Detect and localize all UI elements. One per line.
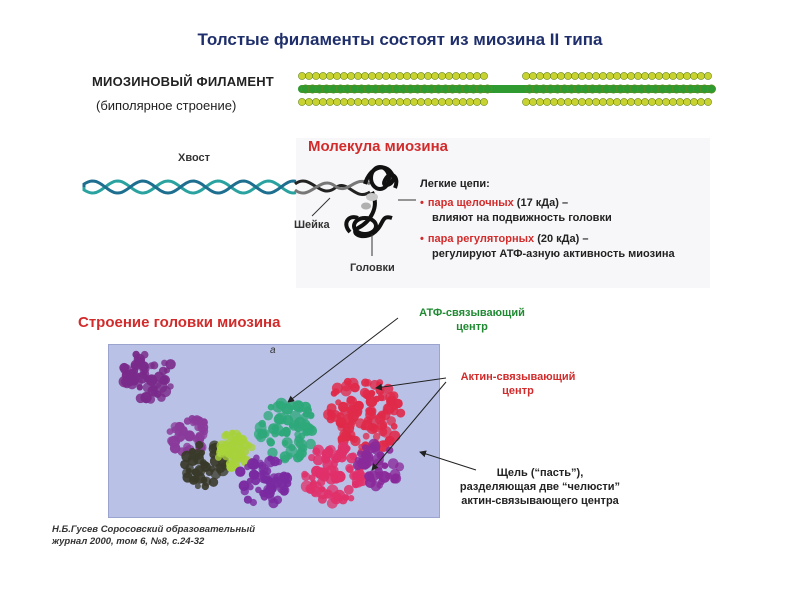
molecule-title: Молекула миозина (308, 138, 449, 155)
light-chains-heading: Легкие цепи: (420, 178, 490, 190)
bullet-icon: • (420, 233, 424, 245)
panel-letter: а (270, 345, 276, 356)
filament-label: МИОЗИНОВЫЙ ФИЛАМЕНТ (92, 74, 274, 89)
light-chain-alkaline: •пара щелочных (17 кДа) – влияют на подв… (420, 197, 612, 224)
cleft-label: Щель (“пасть”), разделяющая две “челюсти… (459, 467, 621, 507)
citation: Н.Б.Гусев Соросовский образовательный жу… (52, 524, 256, 547)
heads-label: Головки (350, 262, 395, 274)
actin-site-label: Актин-связывающий центр (460, 371, 576, 397)
myosin-heads (344, 165, 399, 239)
head-structure-title: Строение головки миозина (78, 314, 281, 331)
myosin-filament-illustration (298, 72, 716, 106)
myosin-head-structure-image (108, 344, 440, 518)
tail-label: Хвост (178, 152, 211, 164)
bullet-icon: • (420, 197, 424, 209)
filament-sublabel: (биполярное строение) (96, 98, 237, 113)
atp-site-label: АТФ-связывающий центр (419, 307, 525, 333)
molecule-panel-background (296, 138, 710, 288)
neck-label: Шейка (294, 219, 330, 231)
myosin-molecule-illustration (82, 165, 416, 256)
slide-title: Толстые филаменты состоят из миозина II … (197, 30, 603, 49)
light-chain-regulatory: •пара регуляторных (20 кДа) – регулируют… (420, 233, 675, 260)
